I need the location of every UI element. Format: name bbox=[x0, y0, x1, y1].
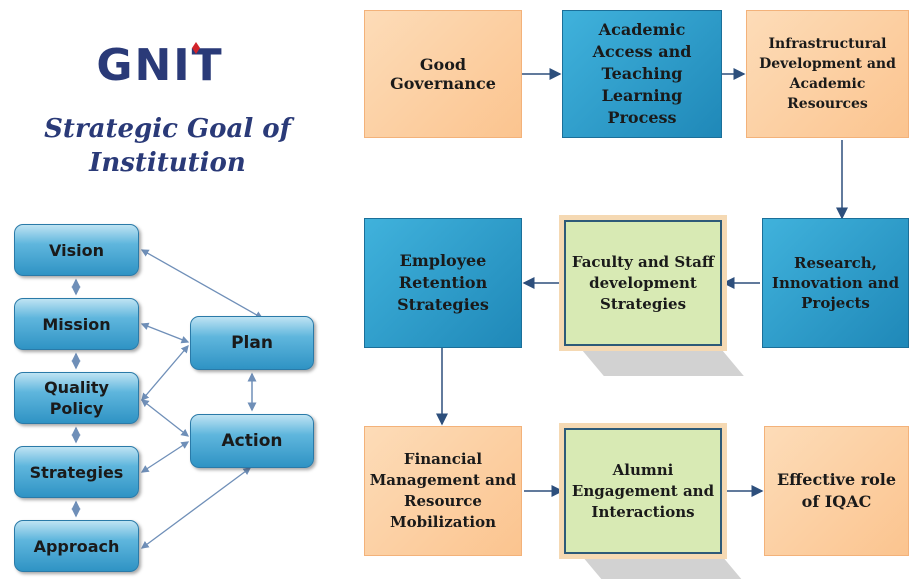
mission-node: Mission bbox=[14, 298, 139, 350]
financial-management-box: Financial Management and Resource Mobili… bbox=[364, 426, 522, 556]
logo-text: GNIT bbox=[96, 40, 223, 90]
action-node: Action bbox=[190, 414, 314, 468]
good-governance-box: Good Governance bbox=[364, 10, 522, 138]
plan-node: Plan bbox=[190, 316, 314, 370]
page-title: Strategic Goal of Institution bbox=[44, 114, 291, 178]
strategies-node: Strategies bbox=[14, 446, 139, 498]
alumni-shadow bbox=[582, 556, 742, 579]
faculty-development-box: Faculty and Staff development Strategies bbox=[564, 220, 722, 346]
approach-node: Approach bbox=[14, 520, 139, 572]
vision-node: Vision bbox=[14, 224, 139, 276]
employee-retention-box: Employee Retention Strategies bbox=[364, 218, 522, 348]
quality-policy-node: Quality Policy bbox=[14, 372, 139, 424]
research-box: Research, Innovation and Projects bbox=[762, 218, 909, 348]
academic-access-box: Academic Access and Teaching Learning Pr… bbox=[562, 10, 722, 138]
infrastructural-box: Infrastructural Development and Academic… bbox=[746, 10, 909, 138]
faculty-shadow bbox=[582, 350, 744, 376]
iqac-box: Effective role of IQAC bbox=[764, 426, 909, 556]
gnit-logo: GNIT bbox=[96, 40, 223, 90]
alumni-engagement-box: Alumni Engagement and Interactions bbox=[564, 428, 722, 554]
logo-diamond bbox=[192, 42, 200, 54]
